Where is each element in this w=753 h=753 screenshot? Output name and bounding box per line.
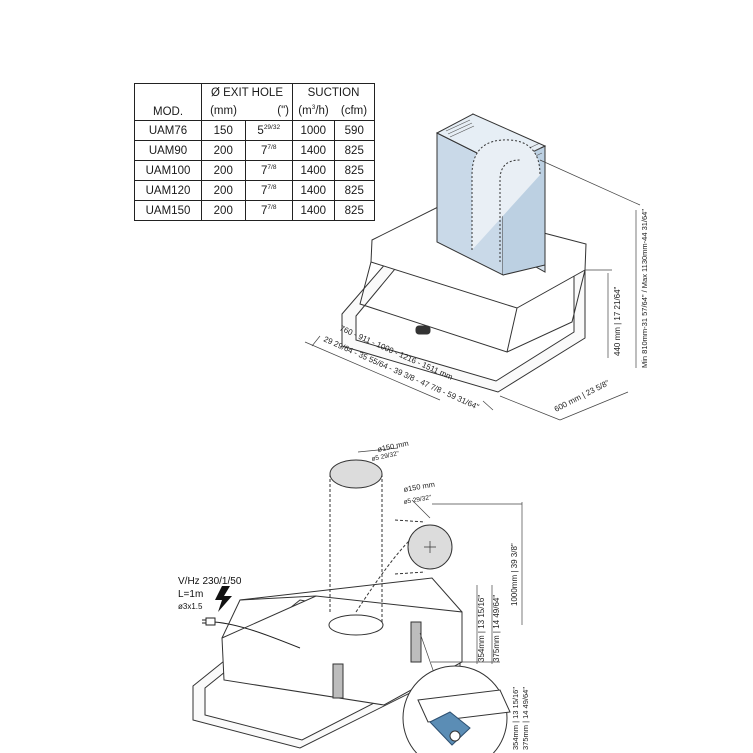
cable-spec-label: ø3x1.5 bbox=[178, 602, 203, 611]
header-suction-label: SUCTION bbox=[307, 87, 360, 99]
cell-mm: 200 bbox=[201, 180, 246, 201]
header-model-label: MOD. bbox=[152, 106, 184, 118]
header-suction: SUCTION bbox=[292, 83, 375, 102]
height-375-label: 375mm | 14 49/64" bbox=[492, 595, 501, 662]
height-354-label: 354mm | 13 15/16" bbox=[477, 595, 486, 662]
lightning-bolt-icon bbox=[215, 586, 232, 612]
hood-bottom-drawing bbox=[192, 447, 523, 753]
inch-frac: 7/8 bbox=[267, 143, 277, 151]
voltage-label: V/Hz 230/1/50 bbox=[178, 576, 242, 587]
cell-inch: 77/8 bbox=[244, 200, 293, 221]
cell-mm: 200 bbox=[201, 160, 246, 181]
table-row: UAM150 200 77/8 1400 825 bbox=[134, 200, 375, 221]
hood-top-drawing bbox=[304, 113, 641, 421]
body-height-label: 440 mm | 17 21/64" bbox=[613, 286, 622, 356]
detail-375-label: 375mm | 14 49/64" bbox=[521, 687, 530, 750]
header-exit-hole-label: Ø EXIT HOLE bbox=[210, 87, 283, 99]
cell-model: UAM150 bbox=[134, 200, 202, 221]
inch-frac: 7/8 bbox=[267, 163, 277, 171]
inch-frac: 7/8 bbox=[267, 203, 277, 211]
inch-frac: 29/32 bbox=[263, 123, 281, 131]
cell-cfm: 825 bbox=[333, 180, 375, 201]
duct-top-in-label: ø5 29/32" bbox=[371, 450, 400, 463]
unit-m3h-sup: 3 bbox=[311, 104, 316, 111]
table-row: UAM76 150 529/32 1000 590 bbox=[134, 120, 375, 141]
cell-m3h: 1400 bbox=[292, 140, 335, 161]
cell-m3h: 1400 bbox=[292, 200, 335, 221]
cell-model: UAM90 bbox=[134, 140, 202, 161]
cell-inch: 529/32 bbox=[244, 120, 293, 141]
cell-cfm: 590 bbox=[333, 120, 375, 141]
inch-whole: 7 bbox=[261, 204, 268, 217]
inch-whole: 5 bbox=[257, 124, 264, 137]
cell-cfm: 825 bbox=[333, 160, 375, 181]
inch-whole: 7 bbox=[261, 164, 268, 177]
unit-m3h-end: /h) bbox=[315, 105, 329, 117]
table-row: UAM90 200 77/8 1400 825 bbox=[134, 140, 375, 161]
duct-side-mm-label: ø150 mm bbox=[403, 480, 436, 494]
detail-354-label: 354mm | 13 15/16" bbox=[511, 687, 520, 750]
inch-frac: 7/8 bbox=[267, 183, 277, 191]
header-exit-hole: Ø EXIT HOLE bbox=[201, 83, 293, 102]
total-height-label: Min 810mm-31 57/64" / Max 1130mm-44 31/6… bbox=[640, 209, 649, 368]
depth-label: 600 mm | 23 5/8" bbox=[553, 378, 611, 414]
table-header-row-1: MOD. Ø EXIT HOLE SUCTION bbox=[134, 83, 375, 121]
cable-length-label: L=1m bbox=[178, 589, 203, 600]
table-header-row-2: (mm) (") (m3/h) (cfm) bbox=[135, 102, 375, 121]
header-model: MOD. bbox=[134, 83, 202, 121]
unit-mm-label: (mm) bbox=[210, 105, 237, 117]
duct-side-in-label: ø5 29/32" bbox=[403, 494, 432, 506]
cell-mm: 200 bbox=[201, 200, 246, 221]
unit-inch-label: (") bbox=[277, 105, 289, 117]
spec-table: MOD. Ø EXIT HOLE SUCTION (mm) (") (m3/h)… bbox=[134, 83, 375, 221]
cell-cfm: 825 bbox=[333, 200, 375, 221]
height-1000-label: 1000mm | 39 3/8" bbox=[510, 543, 519, 606]
header-unit-cfm: (cfm) bbox=[334, 102, 375, 121]
inch-whole: 7 bbox=[261, 184, 268, 197]
inch-whole: 7 bbox=[261, 144, 268, 157]
power-cord-icon bbox=[202, 617, 301, 649]
table-row: UAM120 200 77/8 1400 825 bbox=[134, 180, 375, 201]
unit-cfm-label: (cfm) bbox=[340, 105, 368, 117]
unit-m3h-base: (m bbox=[298, 105, 312, 117]
